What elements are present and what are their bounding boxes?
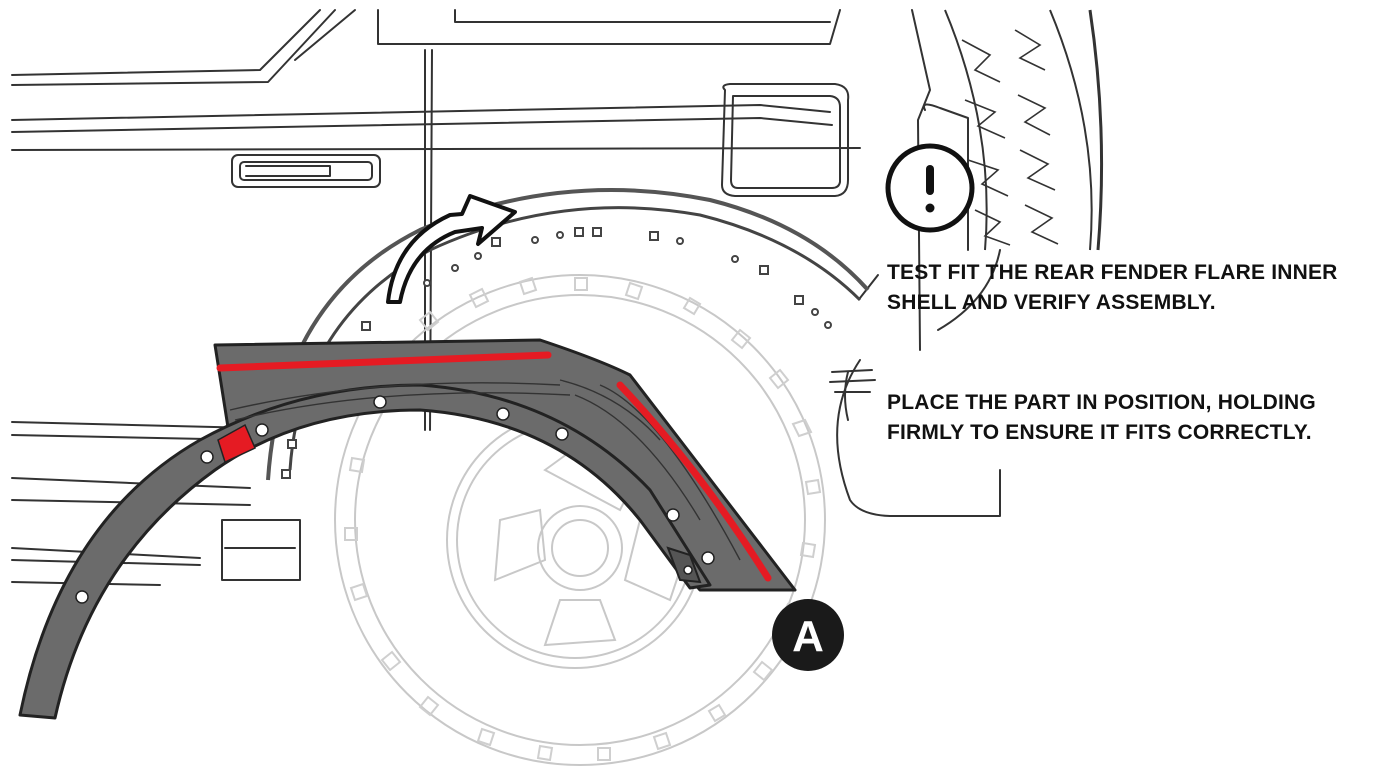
- warning-exclamation-icon: [888, 146, 972, 230]
- instruction-step-2: PLACE THE PART IN POSITION, HOLDING FIRM…: [887, 388, 1367, 448]
- part-label-badge: A: [772, 599, 844, 671]
- instruction-step-1: TEST FIT THE REAR FENDER FLARE INNER SHE…: [887, 258, 1367, 318]
- part-label-text: A: [792, 612, 824, 661]
- rotate-arrow-icon: [388, 196, 515, 302]
- fender-flare-inner-shell: [20, 340, 795, 718]
